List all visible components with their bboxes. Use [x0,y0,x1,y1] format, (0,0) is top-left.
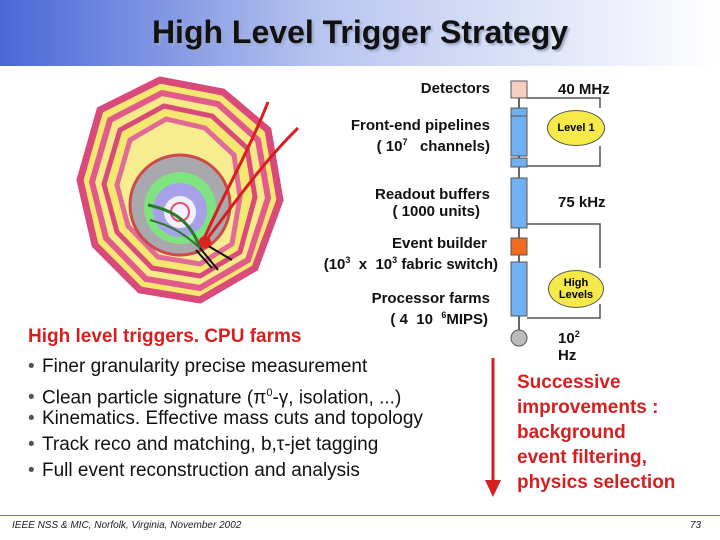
slide-title: High Level Trigger Strategy [151,14,569,50]
farms-box [510,261,528,317]
page-number: 73 [690,520,702,531]
builder-box [510,237,528,256]
section-title: High level triggers. CPU farms [28,326,302,347]
footer-divider [0,515,720,516]
detectors-box [510,80,528,99]
bullet-item: •Clean particle signature (π0-γ, isolati… [28,387,402,409]
frontend-box [510,115,528,157]
particle-tracks [147,101,300,271]
frontend-label: Front-end pipelines ( 107 channels) [350,117,490,155]
bullet-list: •Finer granularity precise measurement •… [28,354,423,484]
footer-conference: IEEE NSS & MIC, Norfolk, Virginia, Novem… [12,520,242,531]
bullet-item: •Full event reconstruction and analysis [28,460,360,481]
rate-40mhz: 40 MHz [558,81,610,98]
bullet-item: •Kinematics. Effective mass cuts and top… [28,408,423,429]
title-bar [0,0,720,66]
improvements-text: Successive improvements : background eve… [517,372,676,493]
detectors-label: Detectors [420,80,490,97]
detector-rings [76,76,284,304]
progress-arrow [485,358,501,497]
data-flow-chain [510,80,601,347]
readout-box [510,177,528,229]
frontend-box-bottom [510,157,528,168]
rate-100hz: 102 Hz [558,329,580,364]
frontend-box-top [510,107,528,117]
farms-label: Processor farms ( 4 10 6MIPS) [371,290,490,328]
storage-icon [510,329,528,347]
level1-ellipse: Level 1 [547,110,605,146]
bullet-item: •Finer granularity precise measurement [28,356,368,377]
bullet-item: •Track reco and matching, b,τ-jet taggin… [28,434,379,455]
builder-label: Event builder (103 x 103 fabric switch) [323,235,498,273]
rate-75khz: 75 kHz [558,194,606,211]
readout-label: Readout buffers ( 1000 units) [374,186,490,220]
